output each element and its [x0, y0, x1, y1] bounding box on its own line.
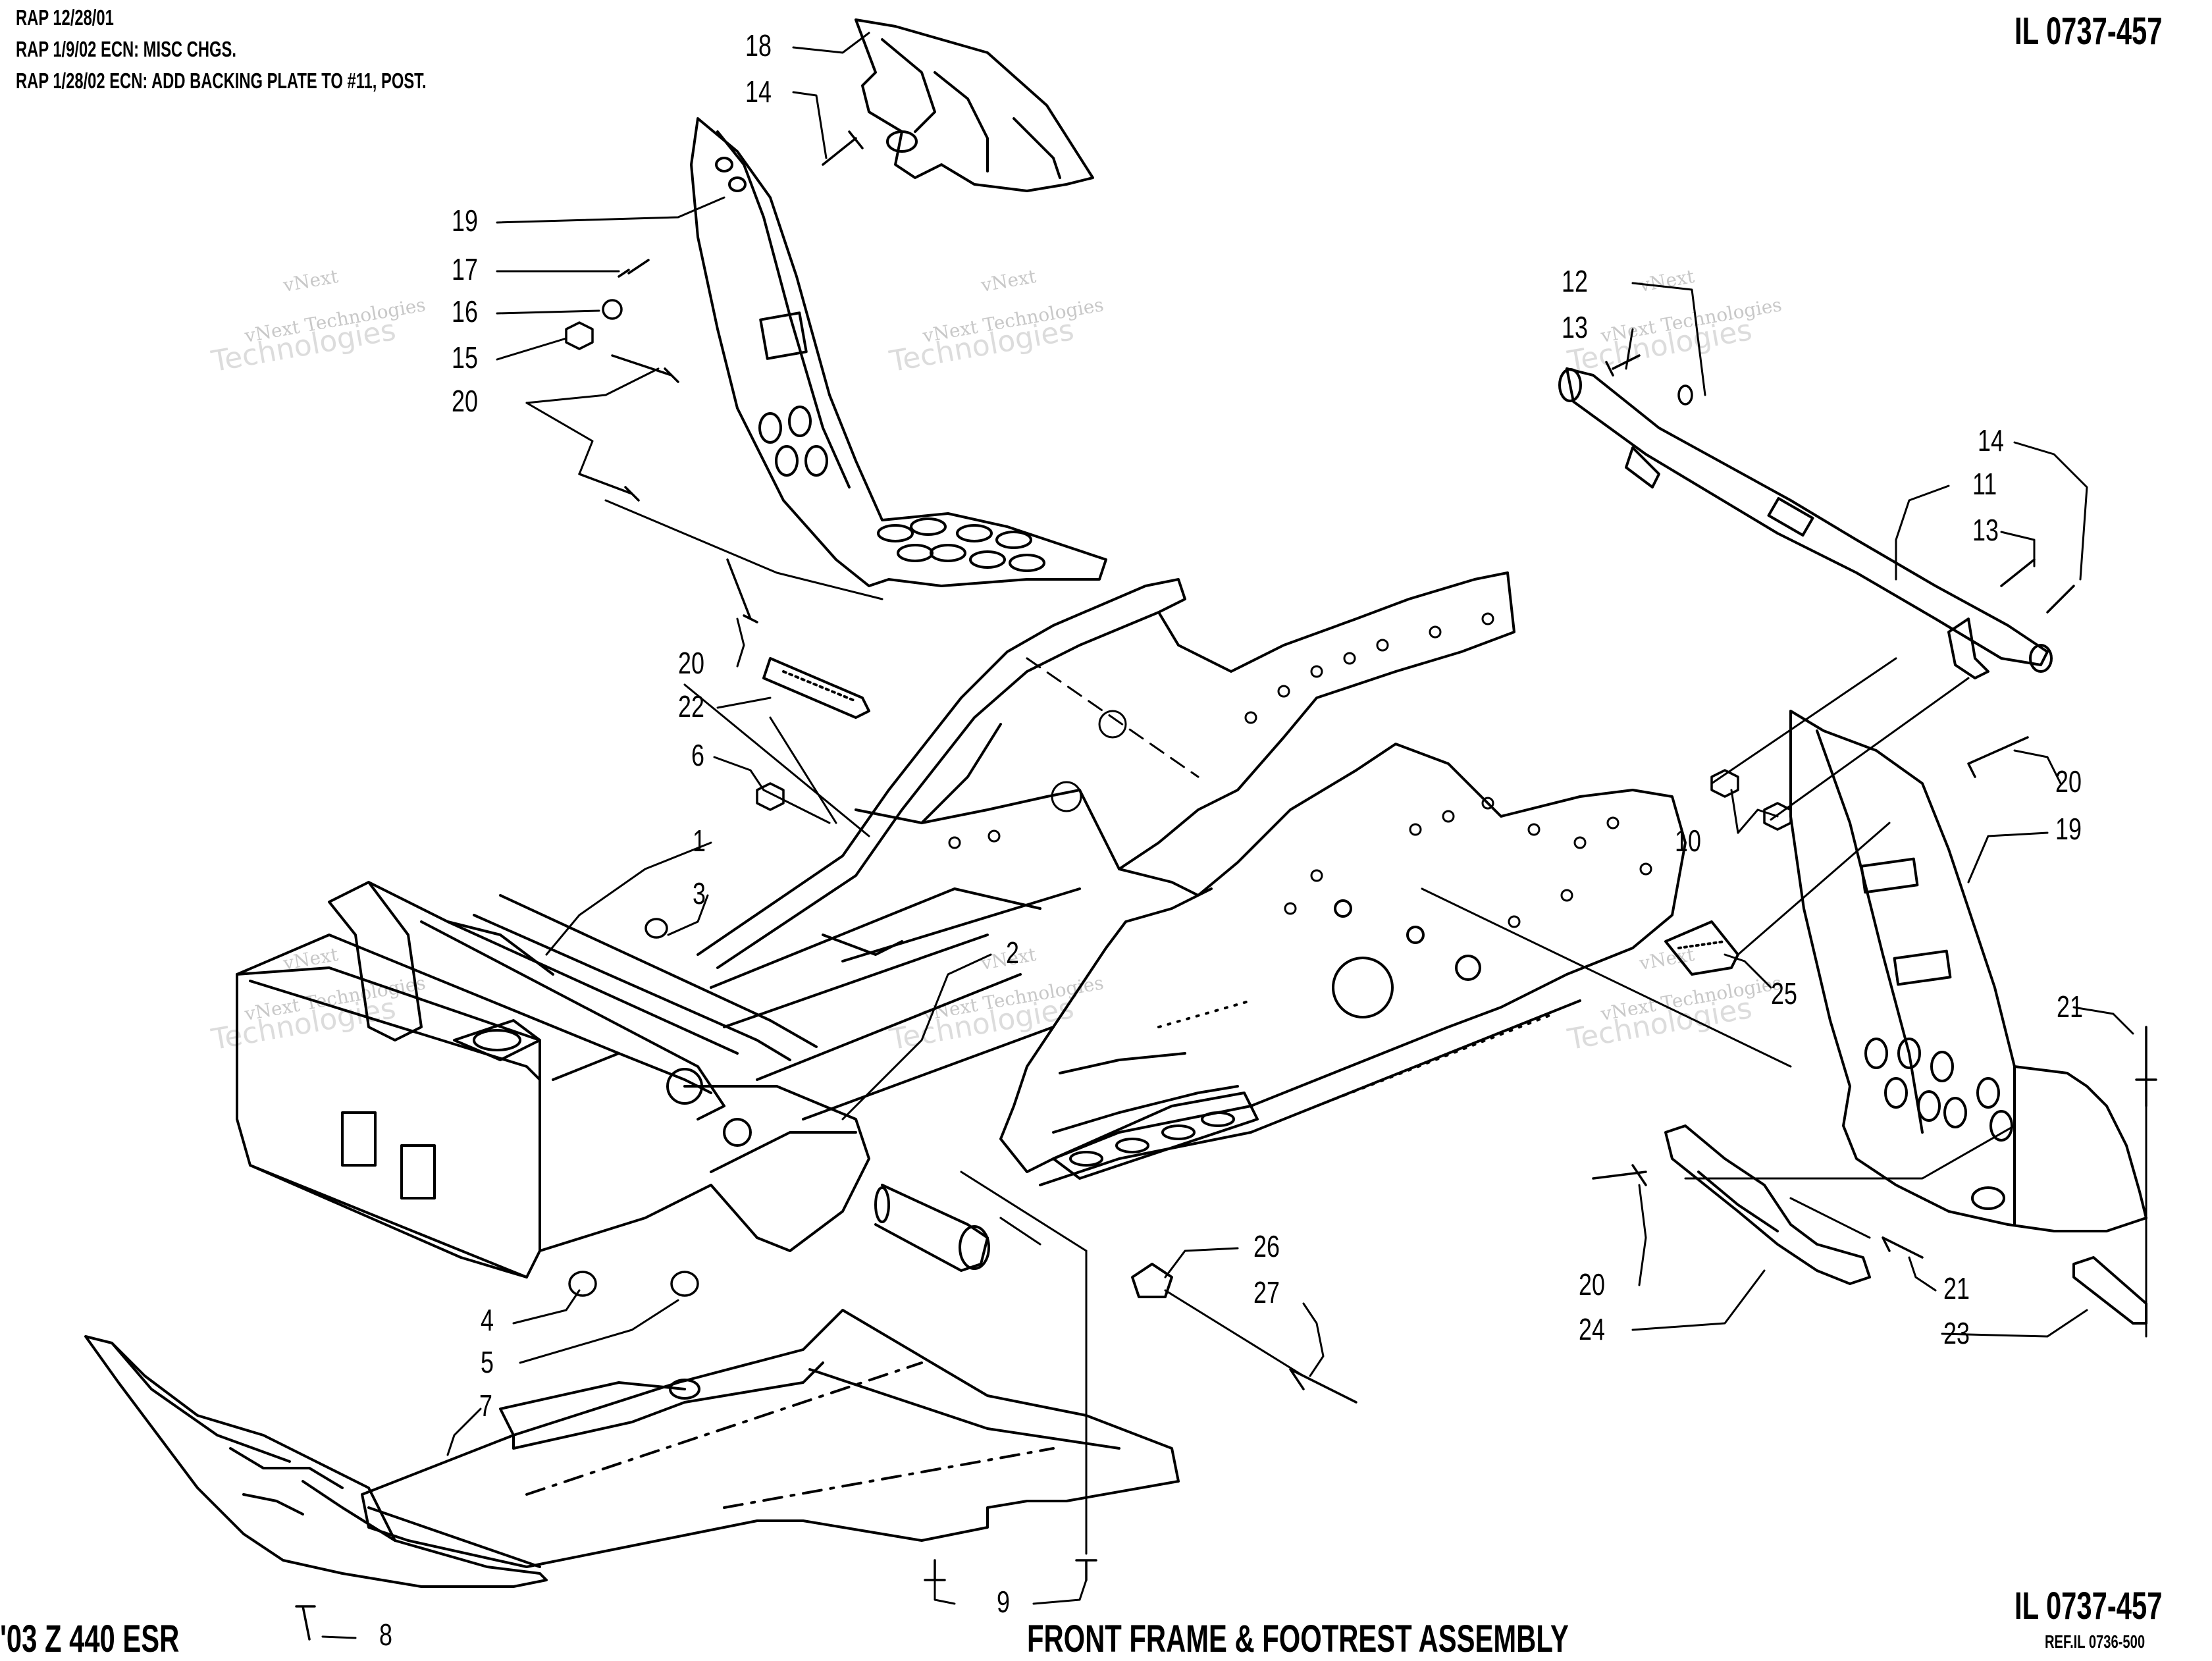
part-19-right-footrest: [1789, 710, 2147, 1232]
revision-note: RAP 12/28/01: [16, 5, 114, 30]
part-8-skid-plate: [84, 1335, 548, 1588]
callout-21: 21: [2057, 989, 2083, 1024]
illustration-number-top: IL 0737-457: [2014, 10, 2163, 53]
part-25-tab: [1664, 920, 1739, 976]
callout-26: 26: [1253, 1229, 1280, 1263]
part-26-clip: [1131, 1263, 1173, 1298]
callout-5: 5: [481, 1345, 494, 1379]
part-7-belly-pan: [361, 1309, 1180, 1568]
part-11-steering-post: [1558, 367, 2053, 679]
callout-22: 22: [678, 689, 704, 724]
part-19-left-footrest: [690, 117, 1107, 587]
part-22-slotted-bar: [762, 657, 870, 719]
callout-25: 25: [1771, 976, 1797, 1011]
callout-17: 17: [452, 252, 478, 286]
callout-1: 1: [693, 824, 706, 858]
model-label: '03 Z 440 ESR: [0, 1618, 180, 1660]
callout-18: 18: [745, 28, 772, 63]
callout-13: 13: [1562, 310, 1588, 344]
illustration-number-bottom: IL 0737-457: [2014, 1585, 2163, 1627]
part-1-front-frame: [236, 571, 1687, 1279]
callout-20: 20: [678, 646, 704, 680]
callout-14: 14: [745, 74, 772, 109]
callout-13: 13: [1972, 513, 1999, 547]
callout-8: 8: [379, 1618, 392, 1652]
callout-24: 24: [1579, 1312, 1605, 1346]
callout-9: 9: [997, 1585, 1010, 1619]
callout-19: 19: [452, 203, 478, 238]
reference-illustration: REF.IL 0736-500: [2045, 1631, 2146, 1652]
callout-21: 21: [1943, 1271, 1970, 1305]
callout-6: 6: [691, 738, 704, 772]
assembly-title: FRONT FRAME & FOOTREST ASSEMBLY: [1027, 1618, 1569, 1660]
part-18-dash-bracket: [855, 18, 1094, 192]
callout-12: 12: [1562, 264, 1588, 298]
callout-27: 27: [1253, 1275, 1280, 1309]
part-23-plate: [2072, 1256, 2147, 1325]
callout-3: 3: [693, 876, 706, 910]
callout-2: 2: [1006, 936, 1019, 970]
fasteners: [295, 130, 2157, 1641]
callout-7: 7: [479, 1388, 492, 1423]
callout-20: 20: [1579, 1267, 1605, 1302]
callout-23: 23: [1943, 1316, 1970, 1350]
callout-11: 11: [1972, 467, 1997, 501]
revision-note: RAP 1/28/02 ECN: ADD BACKING PLATE TO #1…: [16, 68, 427, 93]
callout-15: 15: [452, 340, 478, 375]
callout-14: 14: [1978, 423, 2004, 458]
callout-20: 20: [2055, 764, 2082, 799]
revision-note: RAP 1/9/02 ECN: MISC CHGS.: [16, 37, 236, 61]
callout-4: 4: [481, 1303, 494, 1337]
callout-16: 16: [452, 294, 478, 329]
leader-lines: [321, 32, 2147, 1639]
callout-10: 10: [1675, 824, 1701, 858]
callout-19: 19: [2055, 812, 2082, 846]
part-24-bracket: [1664, 1124, 1871, 1285]
callout-20: 20: [452, 384, 478, 418]
frame-holes: [948, 612, 1652, 928]
